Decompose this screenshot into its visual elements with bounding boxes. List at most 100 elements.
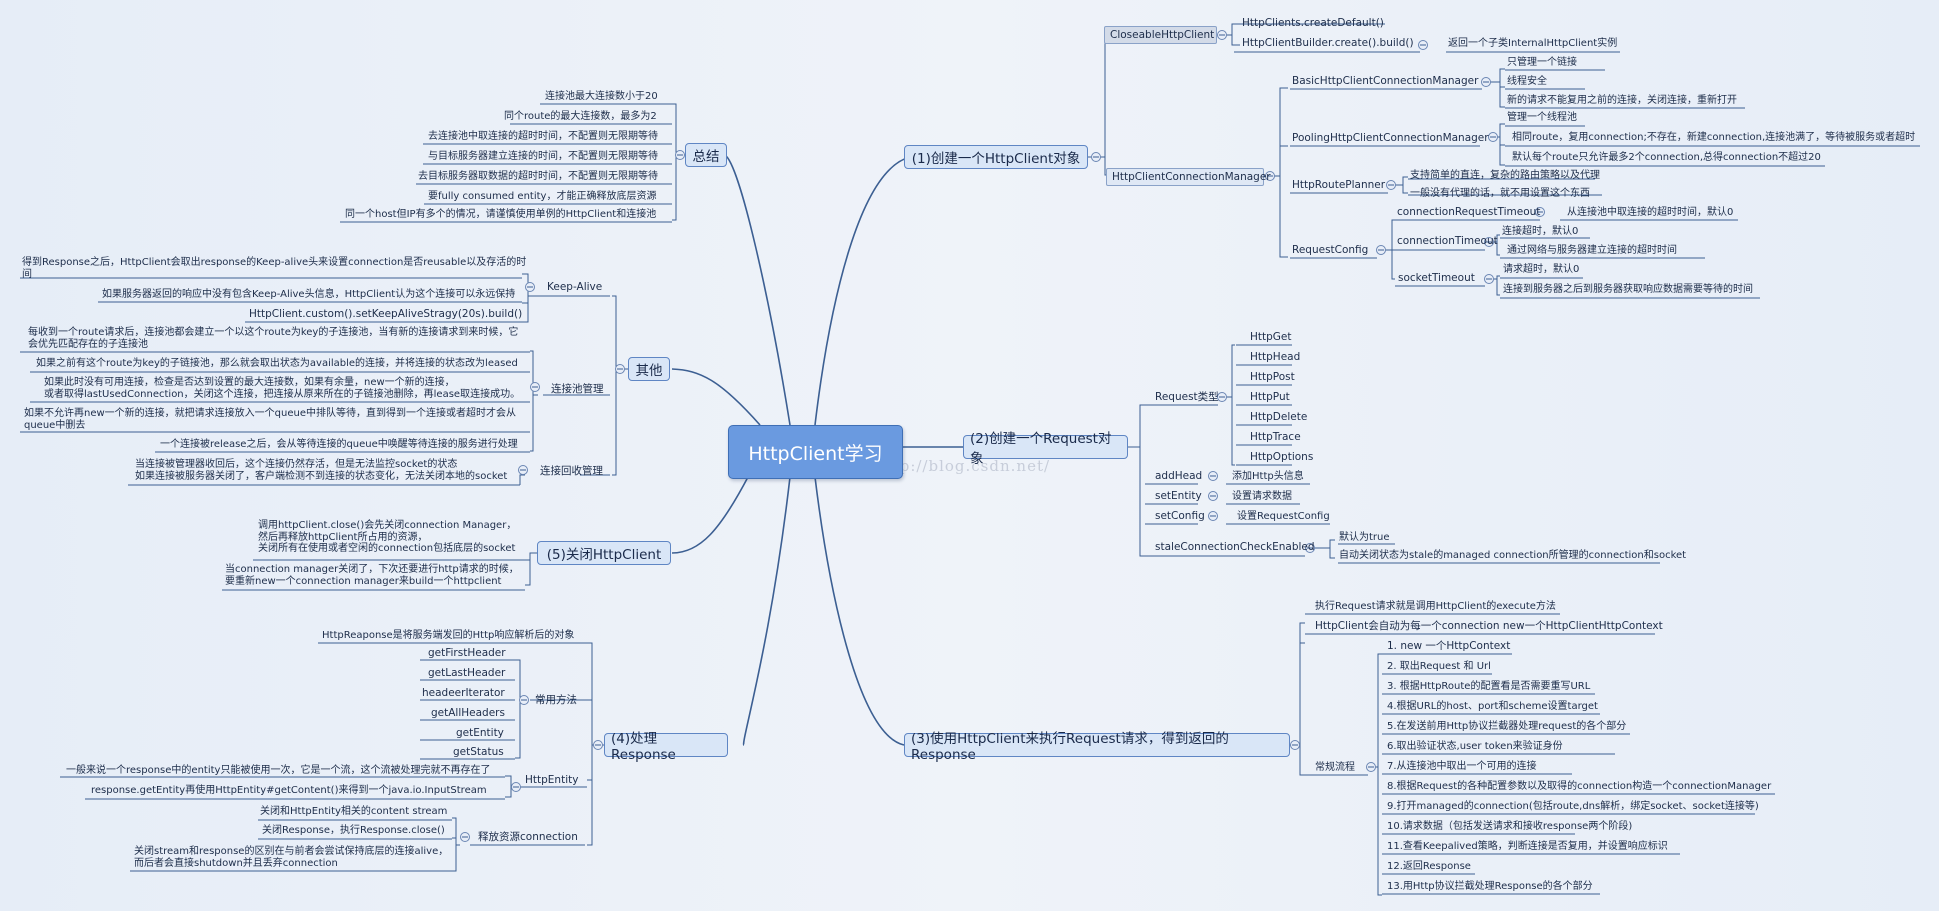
stale-check-node[interactable]: staleConnectionCheckEnabled [1155,541,1315,553]
method-httphead[interactable]: HttpHead [1250,351,1301,363]
pool-item: 一个连接被release之后，会从等待连接的queue中唤醒等待连接的服务进行处… [160,439,518,450]
pooling-item: 相同route，复用connection;不存在，新建connection,连接… [1512,132,1916,143]
set-config-node[interactable]: setConfig [1155,510,1205,522]
entity-item: 一般来说一个response中的entity只能被使用一次，它是一个流，这个流被… [66,765,491,776]
entity-item: response.getEntity再使用HttpEntity#getConte… [91,785,487,796]
add-head-node[interactable]: addHead [1155,470,1203,482]
flow-node[interactable]: 常规流程 [1315,762,1355,773]
release-item: 关闭Response，执行Response.close() [262,825,445,836]
add-head-note: 添加Http头信息 [1232,471,1304,482]
basic-item: 线程安全 [1507,76,1547,87]
branch-create-client[interactable]: (1)创建一个HttpClient对象 [904,145,1088,169]
route-item: 支持简单的直连，复杂的路由策略以及代理 [1410,170,1600,181]
method-httpput[interactable]: HttpPut [1250,391,1290,403]
route-planner-node[interactable]: HttpRoutePlanner [1292,179,1386,191]
release-item: 关闭和HttpEntity相关的content stream [260,806,448,817]
close-item: 调用httpClient.close()会先关闭connection Manag… [258,520,517,554]
set-entity-node[interactable]: setEntity [1155,490,1202,502]
method-getlastheader[interactable]: getLastHeader [428,667,506,679]
st-item: 连接到服务器之后到服务器获取响应数据需要等待的时间 [1503,284,1753,295]
execute-note: 执行Request请求就是调用HttpClient的execute方法 [1315,601,1556,612]
stale-item: 默认为true [1339,532,1390,543]
branch-execute-request[interactable]: (3)使用HttpClient来执行Request请求，得到返回的Respons… [904,731,1290,763]
connection-timeout-node[interactable]: connectionTimeout [1397,235,1498,247]
release-item: 关闭stream和response的区别在与前者会尝试保持底层的连接alive，… [134,846,449,869]
summary-item: 同个route的最大连接数，最多为2 [504,111,657,122]
release-node[interactable]: 释放资源connection [478,831,578,843]
method-headeriterator[interactable]: headeerIterator [422,687,505,699]
flow-step: 11.查看Keepalived策略，判断连接是否复用，并设置响应标识 [1387,841,1668,852]
summary-item: 去目标服务器取数据的超时时间，不配置则无限期等待 [418,171,658,182]
method-httpoptions[interactable]: HttpOptions [1250,451,1314,463]
keepalive-item: 得到Response之后，HttpClient会取出response的Keep-… [22,257,527,280]
request-config-node[interactable]: RequestConfig [1292,244,1369,256]
method-httpget[interactable]: HttpGet [1250,331,1292,343]
ct-item: 连接超时，默认0 [1502,226,1579,237]
method-getallheaders[interactable]: getAllHeaders [431,707,505,719]
common-methods-node[interactable]: 常用方法 [535,694,577,706]
flow-step: 8.根据Request的各种配置参数以及取得的connection构造一个con… [1387,781,1772,792]
http-entity-node[interactable]: HttpEntity [525,774,579,786]
keepalive-item: HttpClient.custom().setKeepAliveStragy(2… [249,308,523,320]
method-httpdelete[interactable]: HttpDelete [1250,411,1308,423]
pooling-item: 管理一个线程池 [1507,112,1577,123]
flow-step: 3. 根据HttpRoute的配置看是否需要重写URL [1387,681,1591,692]
stale-item: 自动关闭状态为stale的managed connection所管理的conne… [1339,550,1687,561]
branch-other[interactable]: 其他 [628,357,670,381]
summary-item: 与目标服务器建立连接的时间，不配置则无限期等待 [428,151,658,162]
connection-request-timeout-node[interactable]: connectionRequestTimeout [1397,206,1541,218]
summary-item: 同一个host但IP有多个的情况，请谨慎使用单例的HttpClient和连接池 [345,209,657,220]
basic-item: 只管理一个链接 [1507,57,1577,68]
close-item: 当connection manager关闭了，下次还要进行http请求的时候， … [225,564,519,587]
recycle-item: 当连接被管理器收回后，这个连接仍然存活，但是无法监控socket的状态 如果连接… [135,459,508,482]
watermark: http://blog.csdn.net/ [875,457,1051,475]
pool-item: 每收到一个route请求后，连接池都会建立一个以这个route为key的子连接池… [28,327,519,350]
flow-step: 6.取出验证状态,user token来验证身份 [1387,741,1563,752]
ct-item: 通过网络与服务器建立连接的超时时间 [1507,245,1677,256]
branch-summary[interactable]: 总结 [685,143,727,167]
set-entity-note: 设置请求数据 [1232,491,1292,502]
summary-item: 要fully consumed entity，才能正确释放底层资源 [428,191,657,202]
summary-item: 连接池最大连接数小于20 [545,91,658,102]
flow-step: 4.根据URL的host、port和scheme设置target [1387,701,1598,712]
flow-step: 9.打开managed的connection(包括route,dns解析，绑定s… [1387,801,1759,812]
flow-step: 5.在发送前用Http协议拦截器处理request的各个部分 [1387,721,1627,732]
branch-create-request[interactable]: (2)创建一个Request对象 [963,431,1128,467]
pool-item: 如果之前有这个route为key的子链接池，那么就会取出状态为available… [36,358,518,369]
pooling-item: 默认每个route只允许最多2个connection,总得connection不… [1512,152,1821,163]
method-getentity[interactable]: getEntity [456,727,504,739]
method-httptrace[interactable]: HttpTrace [1250,431,1301,443]
branch-close-client[interactable]: (5)关闭HttpClient [537,541,671,565]
st-item: 请求超时，默认0 [1503,264,1580,275]
response-note: HttpReaponse是将服务端发回的Http响应解析后的对象 [322,630,575,641]
summary-item: 去连接池中取连接的超时时间，不配置则无限期等待 [428,131,658,142]
flow-step: 2. 取出Request 和 Url [1387,661,1491,672]
connection-manager-node[interactable]: HttpClientConnectionManager [1106,168,1271,186]
root-node[interactable]: HttpClient学习 [728,425,903,479]
closeable-client-node[interactable]: CloseableHttpClient [1104,26,1217,44]
basic-item: 新的请求不能复用之前的连接，关闭连接，重新打开 [1507,95,1737,106]
method-httppost[interactable]: HttpPost [1250,371,1295,383]
pooling-manager-node[interactable]: PoolingHttpClientConnectionManager [1292,132,1489,144]
recycle-node[interactable]: 连接回收管理 [540,465,603,477]
builder-note: 返回一个子类InternalHttpClient实例 [1448,38,1618,49]
flow-step: 7.从连接池中取出一个可用的连接 [1387,761,1537,772]
branch-handle-response[interactable]: (4)处理Response [604,731,728,763]
builder-node[interactable]: HttpClientBuilder.create().build() [1242,37,1414,49]
flow-step: 12.返回Response [1387,861,1471,872]
set-config-note: 设置RequestConfig [1237,511,1330,522]
flow-step: 13.用Http协议拦截处理Response的各个部分 [1387,881,1593,892]
create-default-node[interactable]: HttpClients.createDefault() [1242,17,1384,29]
keepalive-item: 如果服务器返回的响应中没有包含Keep-Alive头信息，HttpClient认… [102,289,516,300]
request-type-node[interactable]: Request类型 [1155,391,1219,403]
method-getstatus[interactable]: getStatus [453,746,504,758]
route-item: 一般没有代理的话，就不用设置这个东西 [1410,188,1590,199]
keepalive-node[interactable]: Keep-Alive [547,281,603,293]
pool-item: 如果不允许再new一个新的连接，就把请求连接放入一个queue中排队等待，直到得… [24,408,516,431]
flow-step: 10.请求数据（包括发送请求和接收response两个阶段) [1387,821,1633,832]
pool-manage-node[interactable]: 连接池管理 [551,383,604,395]
method-getfirstheader[interactable]: getFirstHeader [428,647,506,659]
basic-manager-node[interactable]: BasicHttpClientConnectionManager [1292,75,1479,87]
socket-timeout-node[interactable]: socketTimeout [1398,272,1475,284]
